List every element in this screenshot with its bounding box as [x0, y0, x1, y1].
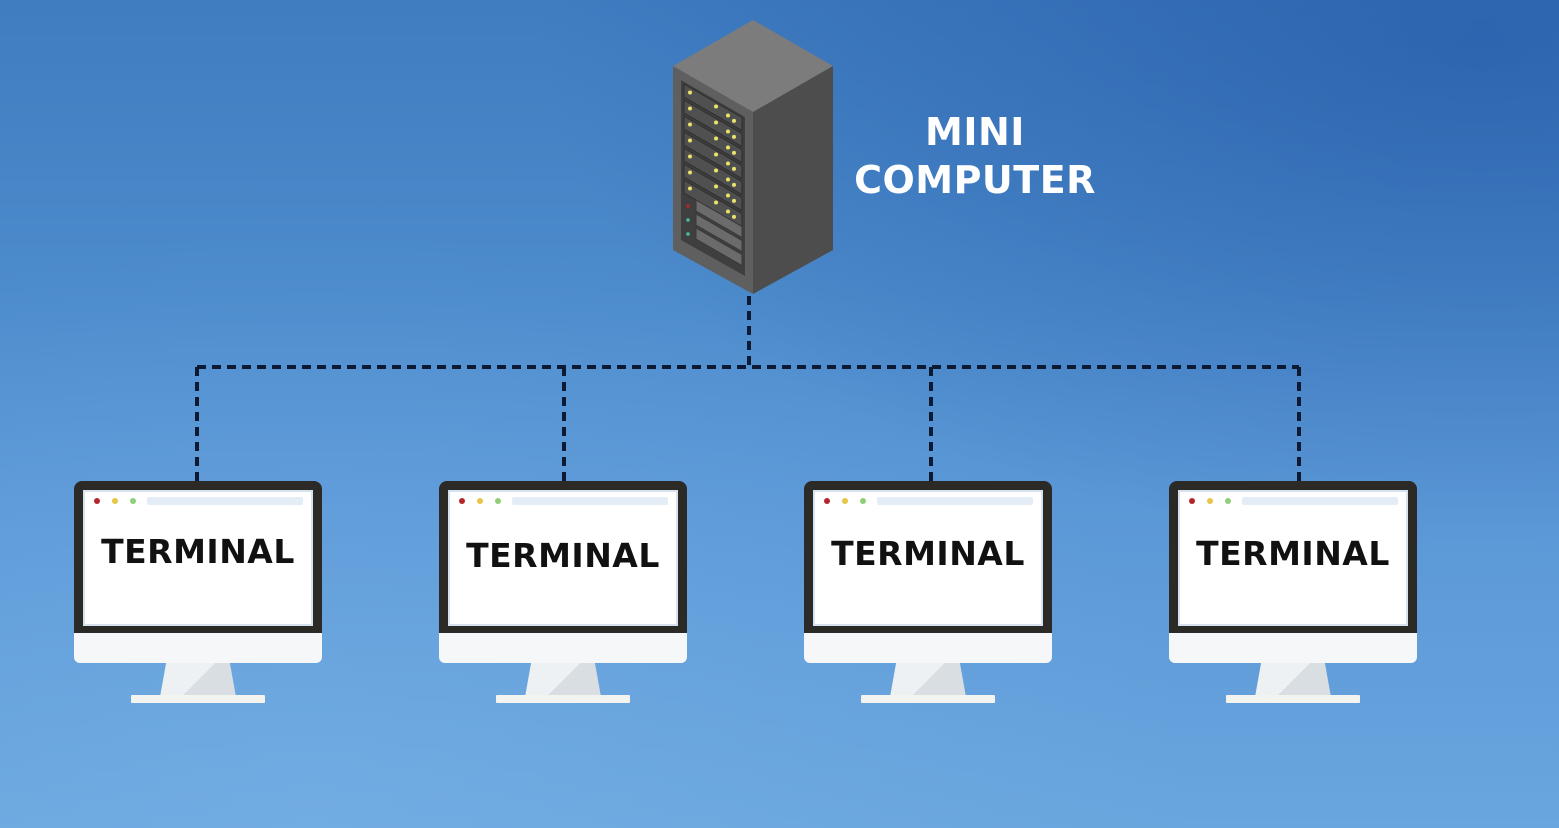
- address-bar: [877, 497, 1033, 505]
- server-drive-bays: [683, 83, 743, 267]
- status-led-icon: [732, 134, 736, 139]
- server-label-line1: MINI: [925, 110, 1025, 154]
- status-led-icon: [688, 106, 692, 111]
- monitor-chin: [1169, 633, 1417, 663]
- status-led-icon: [726, 161, 730, 166]
- monitor-bezel: TERMINAL: [804, 481, 1052, 633]
- monitor-screen: TERMINAL: [1178, 490, 1408, 626]
- terminal-label: TERMINAL: [1196, 534, 1390, 573]
- maximize-dot-icon: [860, 498, 866, 504]
- terminal-label: TERMINAL: [466, 536, 660, 575]
- minimize-dot-icon: [1207, 498, 1213, 504]
- maximize-dot-icon: [1225, 498, 1231, 504]
- browser-titlebar: [815, 492, 1041, 510]
- server-label: MINI COMPUTER: [840, 108, 1110, 204]
- monitor-screen: TERMINAL: [813, 490, 1043, 626]
- monitor-stand-base: [861, 695, 995, 703]
- status-led-icon: [726, 209, 730, 214]
- browser-titlebar: [1180, 492, 1406, 510]
- status-led-icon: [732, 150, 736, 155]
- monitor-stand-neck: [160, 663, 236, 697]
- browser-titlebar: [85, 492, 311, 510]
- monitor-stand-neck: [525, 663, 601, 697]
- status-led-icon: [714, 200, 718, 205]
- status-led-icon: [732, 198, 736, 203]
- terminal-4[interactable]: TERMINAL: [1169, 481, 1417, 705]
- status-led-icon: [714, 104, 718, 109]
- drive-bay: [683, 115, 743, 164]
- drive-bay: [683, 83, 743, 132]
- monitor-screen: TERMINAL: [448, 490, 678, 626]
- drive-bay: [683, 99, 743, 148]
- status-led-icon: [688, 186, 692, 191]
- status-led-icon: [732, 182, 736, 187]
- monitor-chin: [74, 633, 322, 663]
- status-led-icon: [688, 90, 692, 95]
- maximize-dot-icon: [495, 498, 501, 504]
- status-led-icon: [714, 168, 718, 173]
- monitor-bezel: TERMINAL: [74, 481, 322, 633]
- monitor-bezel: TERMINAL: [1169, 481, 1417, 633]
- minimize-dot-icon: [842, 498, 848, 504]
- monitor-stand-base: [131, 695, 265, 703]
- monitor-bezel: TERMINAL: [439, 481, 687, 633]
- disk-slot: [695, 213, 743, 253]
- power-led-icon: [686, 218, 690, 222]
- address-bar: [1242, 497, 1398, 505]
- status-led-icon: [732, 166, 736, 171]
- monitor-screen: TERMINAL: [83, 490, 313, 626]
- maximize-dot-icon: [130, 498, 136, 504]
- power-led-icon: [686, 204, 690, 208]
- minimize-dot-icon: [477, 498, 483, 504]
- monitor-stand-base: [1226, 695, 1360, 703]
- status-led-icon: [688, 170, 692, 175]
- close-dot-icon: [824, 498, 830, 504]
- status-led-icon: [714, 184, 718, 189]
- terminal-2[interactable]: TERMINAL: [439, 481, 687, 705]
- close-dot-icon: [1189, 498, 1195, 504]
- terminal-1[interactable]: TERMINAL: [74, 481, 322, 705]
- mini-computer-node[interactable]: [668, 18, 838, 298]
- monitor-chin: [804, 633, 1052, 663]
- status-led-icon: [726, 145, 730, 150]
- close-dot-icon: [459, 498, 465, 504]
- monitor-stand-neck: [1255, 663, 1331, 697]
- terminal-label: TERMINAL: [831, 534, 1025, 573]
- disk-slot: [695, 199, 743, 239]
- drive-bay: [683, 131, 743, 180]
- address-bar: [512, 497, 668, 505]
- status-led-icon: [726, 177, 730, 182]
- drive-bay: [683, 163, 743, 212]
- monitor-stand-neck: [890, 663, 966, 697]
- disk-slot: [695, 227, 743, 267]
- power-led-icon: [686, 232, 690, 236]
- status-led-icon: [732, 118, 736, 123]
- status-led-icon: [714, 120, 718, 125]
- close-dot-icon: [94, 498, 100, 504]
- status-led-icon: [726, 113, 730, 118]
- browser-titlebar: [450, 492, 676, 510]
- status-led-icon: [714, 136, 718, 141]
- status-led-icon: [688, 138, 692, 143]
- address-bar: [147, 497, 303, 505]
- server-rack-icon: [673, 20, 833, 294]
- monitor-stand-base: [496, 695, 630, 703]
- terminal-3[interactable]: TERMINAL: [804, 481, 1052, 705]
- server-side-face: [753, 66, 833, 294]
- status-led-icon: [726, 193, 730, 198]
- status-led-icon: [726, 129, 730, 134]
- minimize-dot-icon: [112, 498, 118, 504]
- drive-bay: [683, 147, 743, 196]
- status-led-icon: [688, 122, 692, 127]
- server-label-line2: COMPUTER: [854, 158, 1096, 202]
- status-led-icon: [688, 154, 692, 159]
- status-led-icon: [714, 152, 718, 157]
- terminal-label: TERMINAL: [101, 532, 295, 571]
- status-led-icon: [732, 214, 736, 219]
- monitor-chin: [439, 633, 687, 663]
